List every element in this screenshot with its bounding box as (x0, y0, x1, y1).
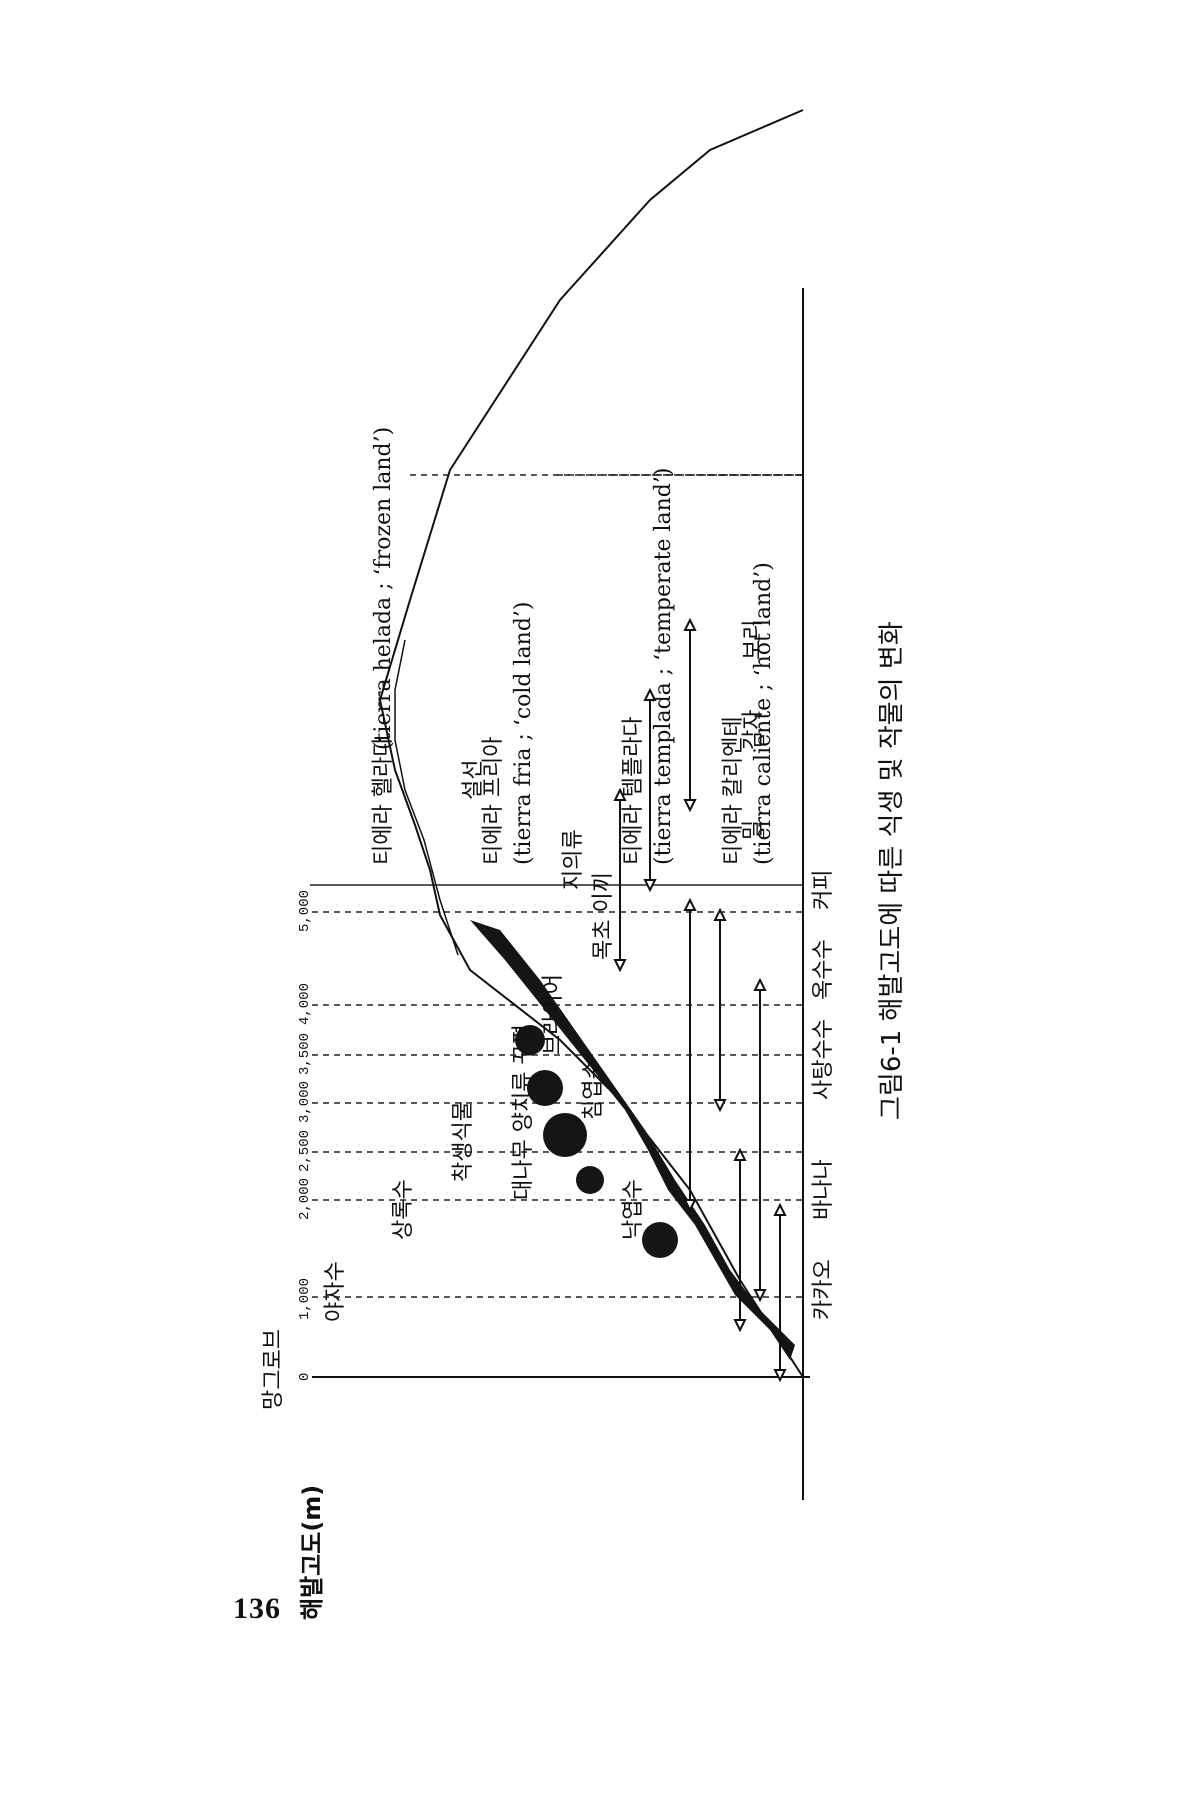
tree-crown-2 (543, 1113, 587, 1157)
zone-helada-ko: 티에라 헬라다 (371, 737, 396, 865)
tick-5000: 5,000 (297, 890, 313, 932)
zone-separators (310, 474, 803, 886)
label-cacao: 카카오 (811, 1259, 836, 1320)
arrow-potato (643, 687, 657, 893)
axis-title: 해발고도(m) (298, 1485, 326, 1620)
label-palm: 야자수 (323, 1261, 348, 1322)
label-evergreen: 상록수 (391, 1179, 416, 1240)
tree-crown-4 (576, 1166, 604, 1194)
zone-labels: 티에라 헬라다 (tierra helada ; ‘frozen land’) … (371, 427, 776, 865)
zone-caliente-ko: 티에라 칼리엔테 (721, 716, 746, 865)
tree-crown-5 (515, 1025, 545, 1055)
crop-labels: 카카오 바나나 사탕수수 옥수수 커피 밀 감자 보리 (741, 620, 836, 1320)
zone-helada-en: (tierra helada ; ‘frozen land’) (371, 427, 396, 750)
arrow-barley (683, 617, 697, 813)
label-barley: 보리 (741, 620, 766, 660)
zone-caliente-en: (tierra caliente ; ‘hot land’) (751, 562, 776, 865)
arrow-coffee (713, 907, 727, 1113)
label-wheat: 밀 (741, 820, 766, 840)
label-banana: 바나나 (811, 1159, 836, 1220)
label-lichen: 지의류 (561, 829, 586, 890)
tick-1000: 1,000 (297, 1278, 313, 1320)
label-mangrove: 망그로브 (261, 1329, 286, 1410)
arrow-corn (683, 897, 697, 1213)
label-epiphyte: 착생식물 (451, 1101, 476, 1182)
label-snowline: 설선 (461, 760, 486, 800)
vegetation-silhouette (470, 920, 795, 1360)
axis-tick-labels: 0 1,000 2,000 2,500 3,000 3,500 4,000 5,… (297, 890, 313, 1381)
zone-fria-en: (tierra fria ; ‘cold land’) (511, 602, 536, 865)
tick-2500: 2,500 (297, 1130, 313, 1172)
crop-range-arrows (613, 617, 787, 1383)
vegetation-mass (470, 920, 795, 1360)
arrow-cacao (733, 1147, 747, 1333)
arrow-wheat (613, 787, 627, 973)
tick-3000: 3,000 (297, 1081, 313, 1123)
label-coffee: 커피 (811, 870, 836, 910)
tick-2000: 2,000 (297, 1178, 313, 1220)
figure-caption: 그림6-1 해발고도에 따른 식생 및 작물의 변화 (877, 621, 907, 1120)
zone-templada-en: (tierra templada ; ‘temperate land’) (651, 468, 676, 865)
page-number: 136 (233, 1592, 281, 1625)
label-moss: 목초 이끼 (591, 872, 616, 960)
zone-fria-ko: 티에라 프리아 (481, 737, 506, 865)
tree-crown-1 (642, 1222, 678, 1258)
arrow-sugarcane (753, 977, 767, 1303)
arrow-banana (773, 1202, 787, 1383)
label-bryophyte: 브라이어 (541, 974, 566, 1055)
zone-templada-ko: 티에라 템플라다 (621, 716, 646, 865)
altitude-guides (312, 911, 803, 1298)
tree-crown-3 (527, 1070, 563, 1106)
label-conifer: 침엽수 (581, 1059, 606, 1120)
label-bamboo-fern: 대나무 양치류 꾸편 (511, 1024, 536, 1200)
tick-3500: 3,500 (297, 1033, 313, 1075)
snow-band (394, 639, 459, 956)
label-potato: 감자 (741, 710, 766, 750)
label-sugarcane: 사탕수수 (811, 1019, 836, 1100)
tick-4000: 4,000 (297, 983, 313, 1025)
label-corn: 옥수수 (811, 939, 836, 1000)
label-deciduous: 낙엽수 (621, 1179, 646, 1240)
vegetation-labels: 망그로브 야자수 상록수 착생식물 대나무 양치류 꾸편 브라이어 목초 이끼 … (261, 760, 646, 1410)
tick-0: 0 (297, 1373, 313, 1381)
